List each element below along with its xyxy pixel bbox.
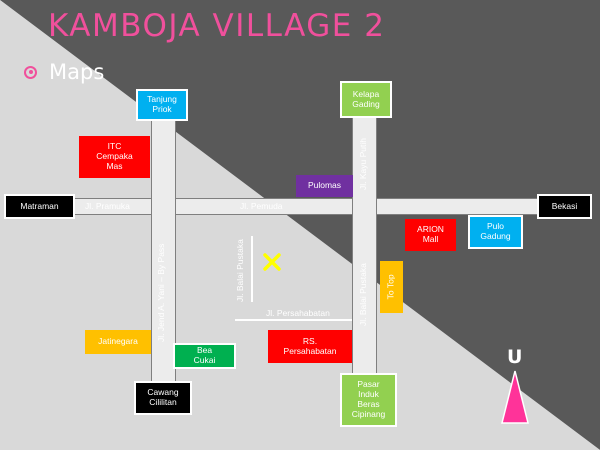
bullet-item: Maps [24,60,104,84]
north-arrow-icon [501,370,529,424]
road-label-balai-pustaka-left: Jl. Balai Pustaka [235,239,245,302]
road-pramuka-pemuda [74,198,540,215]
location-x-icon [263,253,281,271]
place-kelapa-gading: Kelapa Gading [340,81,392,118]
place-pulomas: Pulomas [296,175,353,197]
road-persahabatan [235,319,352,321]
road-label-pemuda: Jl. Pemuda [240,201,283,211]
place-tanjung-priok: Tanjung Priok [136,89,188,121]
place-matraman: Matraman [4,194,75,219]
north-label: U [507,346,523,368]
place-arion-mall: ARION Mall [405,219,456,251]
road-balai-pustaka-left [251,236,253,302]
place-rs-persahabatan: RS. Persahabatan [268,330,352,363]
place-top-top-label: To Top [385,274,396,300]
road-label-pramuka: Jl. Pramuka [85,201,130,211]
place-bekasi: Bekasi [537,194,592,219]
place-top-top: To Top [380,261,403,313]
bullet-text: Maps [49,60,105,84]
place-cawang-cililitan: Cawang Cililitan [134,381,192,415]
road-label-kayu-putih: Jl. Kayu Putih [358,138,368,190]
road-label-balai-pustaka-right: Jl. Balai Pustaka [358,263,368,326]
place-itc-cempaka-mas: ITC Cempaka Mas [79,136,150,178]
place-bea-cukai: Bea Cukai [173,343,236,369]
place-jatinegara: Jatinegara [85,330,151,354]
road-jend-yani [151,118,176,387]
place-pulo-gadung: Pulo Gadung [468,215,523,249]
place-pasar-induk: Pasar Induk Beras Cipinang [340,373,397,427]
road-label-persahabatan: Jl. Persahabatan [266,308,330,318]
road-label-jend-yani: Jl. Jend A. Yani – By Pass [156,243,166,342]
bullet-circle-icon [24,65,37,79]
page-title: KAMBOJA VILLAGE 2 [48,8,386,44]
